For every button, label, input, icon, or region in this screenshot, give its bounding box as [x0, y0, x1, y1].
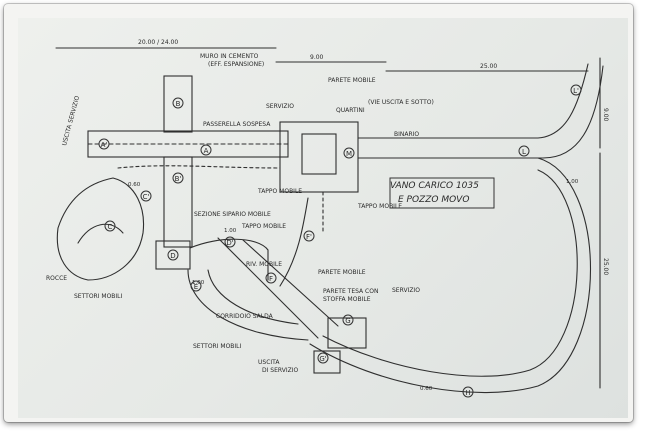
vano-label: VANO CARICO 1035	[390, 181, 479, 191]
circle-m	[343, 147, 355, 159]
di-servizio-label: DI SERVIZIO	[262, 367, 298, 374]
corridor-d-prime	[189, 238, 269, 281]
letter-a: A	[204, 147, 209, 155]
circle-h	[462, 386, 474, 398]
uscita-label: USCITA	[258, 359, 280, 366]
track-h-inner	[322, 169, 578, 377]
rocce-label: ROCCE	[46, 275, 67, 282]
corridoio-label: CORRIDOIO SALDA	[216, 313, 274, 320]
sketch-paper: A' A B B' C C' D D' E F F' G G' H L L' M…	[18, 18, 628, 418]
circle-l-prime	[570, 84, 582, 96]
site-sketch: A' A B B' C C' D D' E F F' G G' H L L' M…	[46, 39, 609, 398]
circle-f	[265, 272, 277, 284]
block-g	[327, 317, 367, 349]
circle-a-prime	[98, 138, 110, 150]
letter-h: H	[465, 389, 470, 397]
letter-b: B	[176, 100, 181, 108]
corridor-f-edge2	[242, 239, 339, 327]
track-h-outer	[309, 157, 591, 394]
settori-mobili-2-label: SETTORI MOBILI	[74, 293, 123, 300]
binario-label: BINARIO	[394, 131, 419, 138]
value-4: 1.00	[224, 228, 237, 234]
settori-mobili-label: SETTORI MOBILI	[193, 343, 242, 350]
value-3: 0.60	[128, 182, 141, 188]
dim-right-bottom-label: 25.00	[602, 258, 609, 275]
dim-top-mid-label: 9.00	[310, 54, 324, 61]
circle-d-prime	[224, 236, 236, 248]
passerella-label: PASSERELLA SOSPESA	[203, 121, 271, 128]
block-m	[279, 121, 359, 193]
tappo-mobile-label: TAPPO MOBILE	[241, 223, 286, 230]
vie-uscita-label: (VIE USCITA E SOTTO)	[368, 99, 434, 106]
circle-b	[172, 97, 184, 109]
value-5: 1.00	[192, 280, 205, 286]
letter-c-prime: C'	[143, 193, 150, 201]
tappo-mobile-center-label: TAPPO MOBILE	[257, 188, 302, 195]
circle-b-prime	[172, 172, 184, 184]
letter-l-prime: L'	[573, 87, 579, 95]
value-1: 1.00	[566, 179, 579, 185]
letter-g: G	[345, 317, 350, 325]
sezione-label: SEZIONE SIPARIO MOBILE	[194, 211, 271, 218]
letter-b-prime: B'	[175, 175, 182, 183]
parete-mobile-top-label: PARETE MOBILE	[328, 77, 376, 84]
corridor-e-outer	[187, 269, 309, 341]
block-b	[163, 75, 193, 133]
letter-d: D	[170, 252, 175, 260]
circle-e	[190, 280, 202, 292]
circle-c	[104, 220, 116, 232]
circle-a	[200, 144, 212, 156]
muro-sub-label: (EFF. ESPANSIONE)	[208, 61, 264, 68]
track-l-upper	[357, 63, 589, 139]
letter-m: M	[346, 150, 352, 158]
block-g-prime	[313, 350, 341, 374]
dashed-guide-1	[117, 165, 281, 169]
letter-l: L	[522, 148, 526, 156]
rocks-inner	[77, 223, 124, 244]
dim-top-left-label: 20.00 / 24.00	[138, 39, 178, 46]
letter-d-prime: D'	[226, 239, 233, 247]
letter-g-prime: G'	[319, 355, 326, 363]
uscita-servizio-left-label: USCITA SERVIZIO	[61, 95, 81, 147]
circle-l	[518, 145, 530, 157]
muro-label: MURO IN CEMENTO	[200, 53, 259, 60]
parete-mobile-label: PARETE MOBILE	[318, 269, 366, 276]
riv-mobile-label: RIV. MOBILE	[246, 261, 282, 268]
track-l-lower	[357, 65, 604, 159]
dim-right-top-label: 9.00	[602, 108, 609, 122]
dim-top-right-label: 25.00	[480, 63, 497, 70]
parete-tesa-label: PARETE TESA CON	[323, 288, 378, 295]
circle-g	[342, 314, 354, 326]
circle-c-prime	[140, 190, 152, 202]
letter-c: C	[108, 223, 113, 231]
circle-f-prime	[303, 230, 315, 242]
photo-frame: A' A B B' C C' D D' E F F' G G' H L L' M…	[4, 4, 633, 422]
tappo-mobile-p-label: TAPPO MOBILE	[357, 203, 402, 210]
vano-box	[389, 177, 495, 209]
letter-a-prime: A'	[101, 141, 108, 149]
arc-f-prime	[279, 197, 309, 287]
stoffa-label: STOFFA MOBILE	[323, 296, 371, 303]
circle-d	[167, 249, 179, 261]
value-2: 0.60	[420, 386, 433, 392]
letter-e: E	[194, 283, 198, 291]
block-d	[155, 240, 191, 270]
circle-g-prime	[317, 352, 329, 364]
pozzo-label: E POZZO MOVO	[398, 195, 469, 205]
letter-f-prime: F'	[306, 233, 312, 241]
quartini-label: QUARTINI	[336, 107, 365, 114]
servizio-right-label: SERVIZIO	[392, 287, 420, 294]
letter-f: F	[269, 275, 273, 283]
corridor-e-inner	[207, 269, 299, 325]
corridor-f-edge1	[217, 237, 319, 339]
block-m-inner	[301, 133, 337, 175]
rocks-outline	[56, 177, 145, 281]
servizio-label: SERVIZIO	[266, 103, 294, 110]
block-b-prime	[163, 156, 193, 248]
